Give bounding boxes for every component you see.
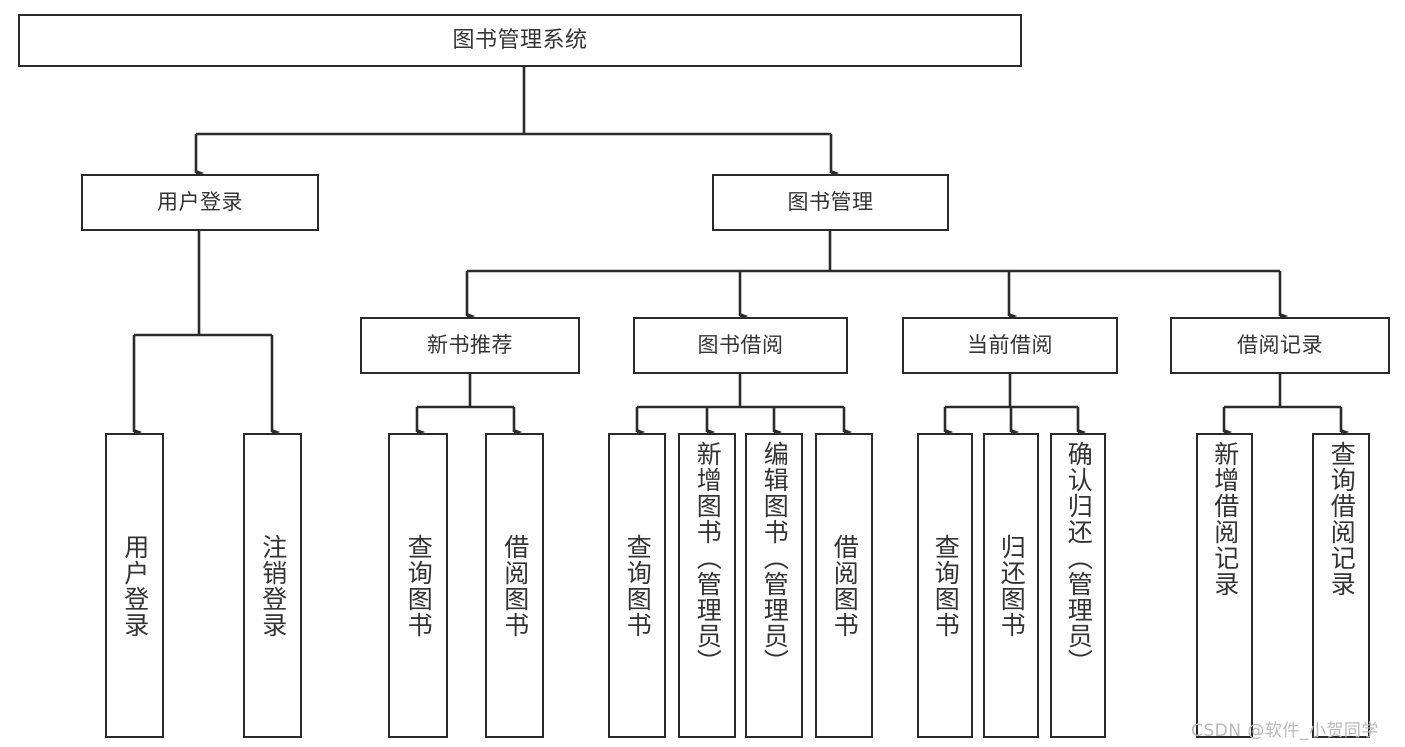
node-leaf-add-borrow-record-label: 新增借阅记录	[1210, 441, 1240, 597]
node-leaf-logout-login: 注销登录	[243, 433, 302, 738]
node-leaf-query-borrow-record: 查询借阅记录	[1312, 433, 1370, 738]
node-leaf-borrow-book-1: 借阅图书	[485, 433, 544, 738]
node-leaf-query-borrow-record-label: 查询借阅记录	[1327, 441, 1357, 597]
node-leaf-add-book-admin: 新增图书（管理员）	[678, 433, 736, 738]
node-user-login: 用户登录	[81, 174, 319, 231]
node-new-book-recommend-label: 新书推荐	[427, 333, 513, 358]
node-leaf-query-book-2-label: 查询图书	[623, 533, 653, 638]
node-leaf-query-book-3: 查询图书	[917, 433, 973, 738]
node-new-book-recommend: 新书推荐	[360, 317, 580, 374]
node-leaf-confirm-return-admin: 确认归还（管理员）	[1050, 433, 1106, 738]
node-user-login-label: 用户登录	[157, 190, 243, 215]
node-leaf-borrow-book-2: 借阅图书	[815, 433, 873, 738]
node-leaf-user-login-label: 用户登录	[120, 533, 150, 638]
node-leaf-query-book-1-label: 查询图书	[404, 533, 434, 638]
node-current-borrow-label: 当前借阅	[967, 333, 1053, 358]
node-root-图书管理系统-label: 图书管理系统	[452, 27, 588, 53]
node-book-manage-label: 图书管理	[787, 190, 874, 215]
node-leaf-return-book-label: 归还图书	[997, 533, 1027, 638]
node-root-图书管理系统: 图书管理系统	[18, 14, 1022, 67]
node-leaf-confirm-return-admin-label: 确认归还（管理员）	[1064, 441, 1094, 675]
node-leaf-query-book-3-label: 查询图书	[931, 533, 961, 638]
node-leaf-edit-book-admin-label: 编辑图书（管理员）	[760, 441, 790, 675]
node-leaf-add-borrow-record: 新增借阅记录	[1196, 433, 1253, 738]
node-leaf-add-book-admin-label: 新增图书（管理员）	[693, 441, 723, 675]
node-leaf-return-book: 归还图书	[983, 433, 1039, 738]
node-leaf-user-login: 用户登录	[105, 433, 164, 738]
node-leaf-query-book-1: 查询图书	[388, 433, 448, 738]
node-borrow-record: 借阅记录	[1170, 317, 1390, 374]
csdn-watermark: CSDN @软件_小贺同学	[1191, 721, 1379, 741]
node-leaf-borrow-book-2-label: 借阅图书	[830, 533, 860, 638]
node-leaf-logout-login-label: 注销登录	[258, 533, 288, 638]
node-borrow-record-label: 借阅记录	[1237, 333, 1323, 358]
node-book-manage: 图书管理	[712, 174, 949, 231]
node-leaf-query-book-2: 查询图书	[608, 433, 666, 738]
node-current-borrow: 当前借阅	[902, 317, 1118, 374]
tree-connectors	[132, 67, 1350, 436]
node-leaf-edit-book-admin: 编辑图书（管理员）	[745, 433, 803, 738]
node-book-borrow: 图书借阅	[633, 317, 848, 374]
node-book-borrow-label: 图书借阅	[697, 333, 784, 358]
node-leaf-borrow-book-1-label: 借阅图书	[500, 533, 530, 638]
